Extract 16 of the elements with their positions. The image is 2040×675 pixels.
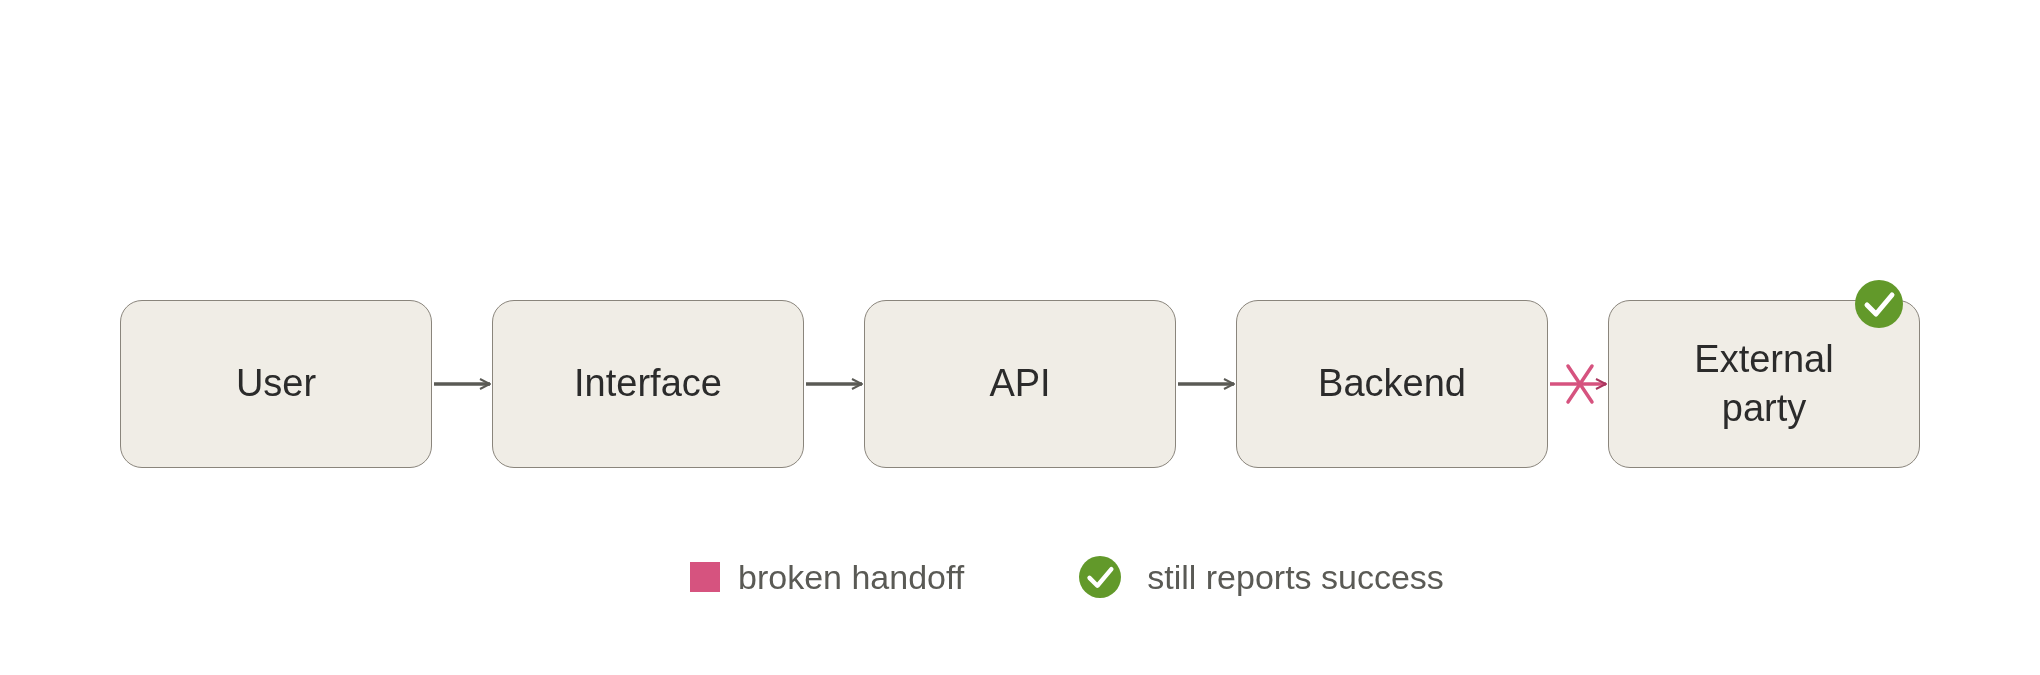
process-box — [1608, 300, 1920, 468]
process-box — [1236, 300, 1548, 468]
node-label: API — [989, 361, 1051, 407]
arrow — [1178, 378, 1235, 390]
arrow — [806, 378, 863, 390]
node-label: User — [235, 361, 317, 407]
legend-label: still reports success — [1147, 557, 1444, 597]
node-label: Backend — [1318, 361, 1466, 407]
legend-label: broken handoff — [738, 557, 965, 597]
arrow — [434, 378, 491, 390]
process-box — [492, 300, 804, 468]
broken-arrow — [1550, 364, 1607, 404]
process-box — [864, 300, 1176, 468]
node-label: Interface — [574, 361, 722, 407]
node-label: External party — [1693, 336, 1835, 431]
process-box — [120, 300, 432, 468]
